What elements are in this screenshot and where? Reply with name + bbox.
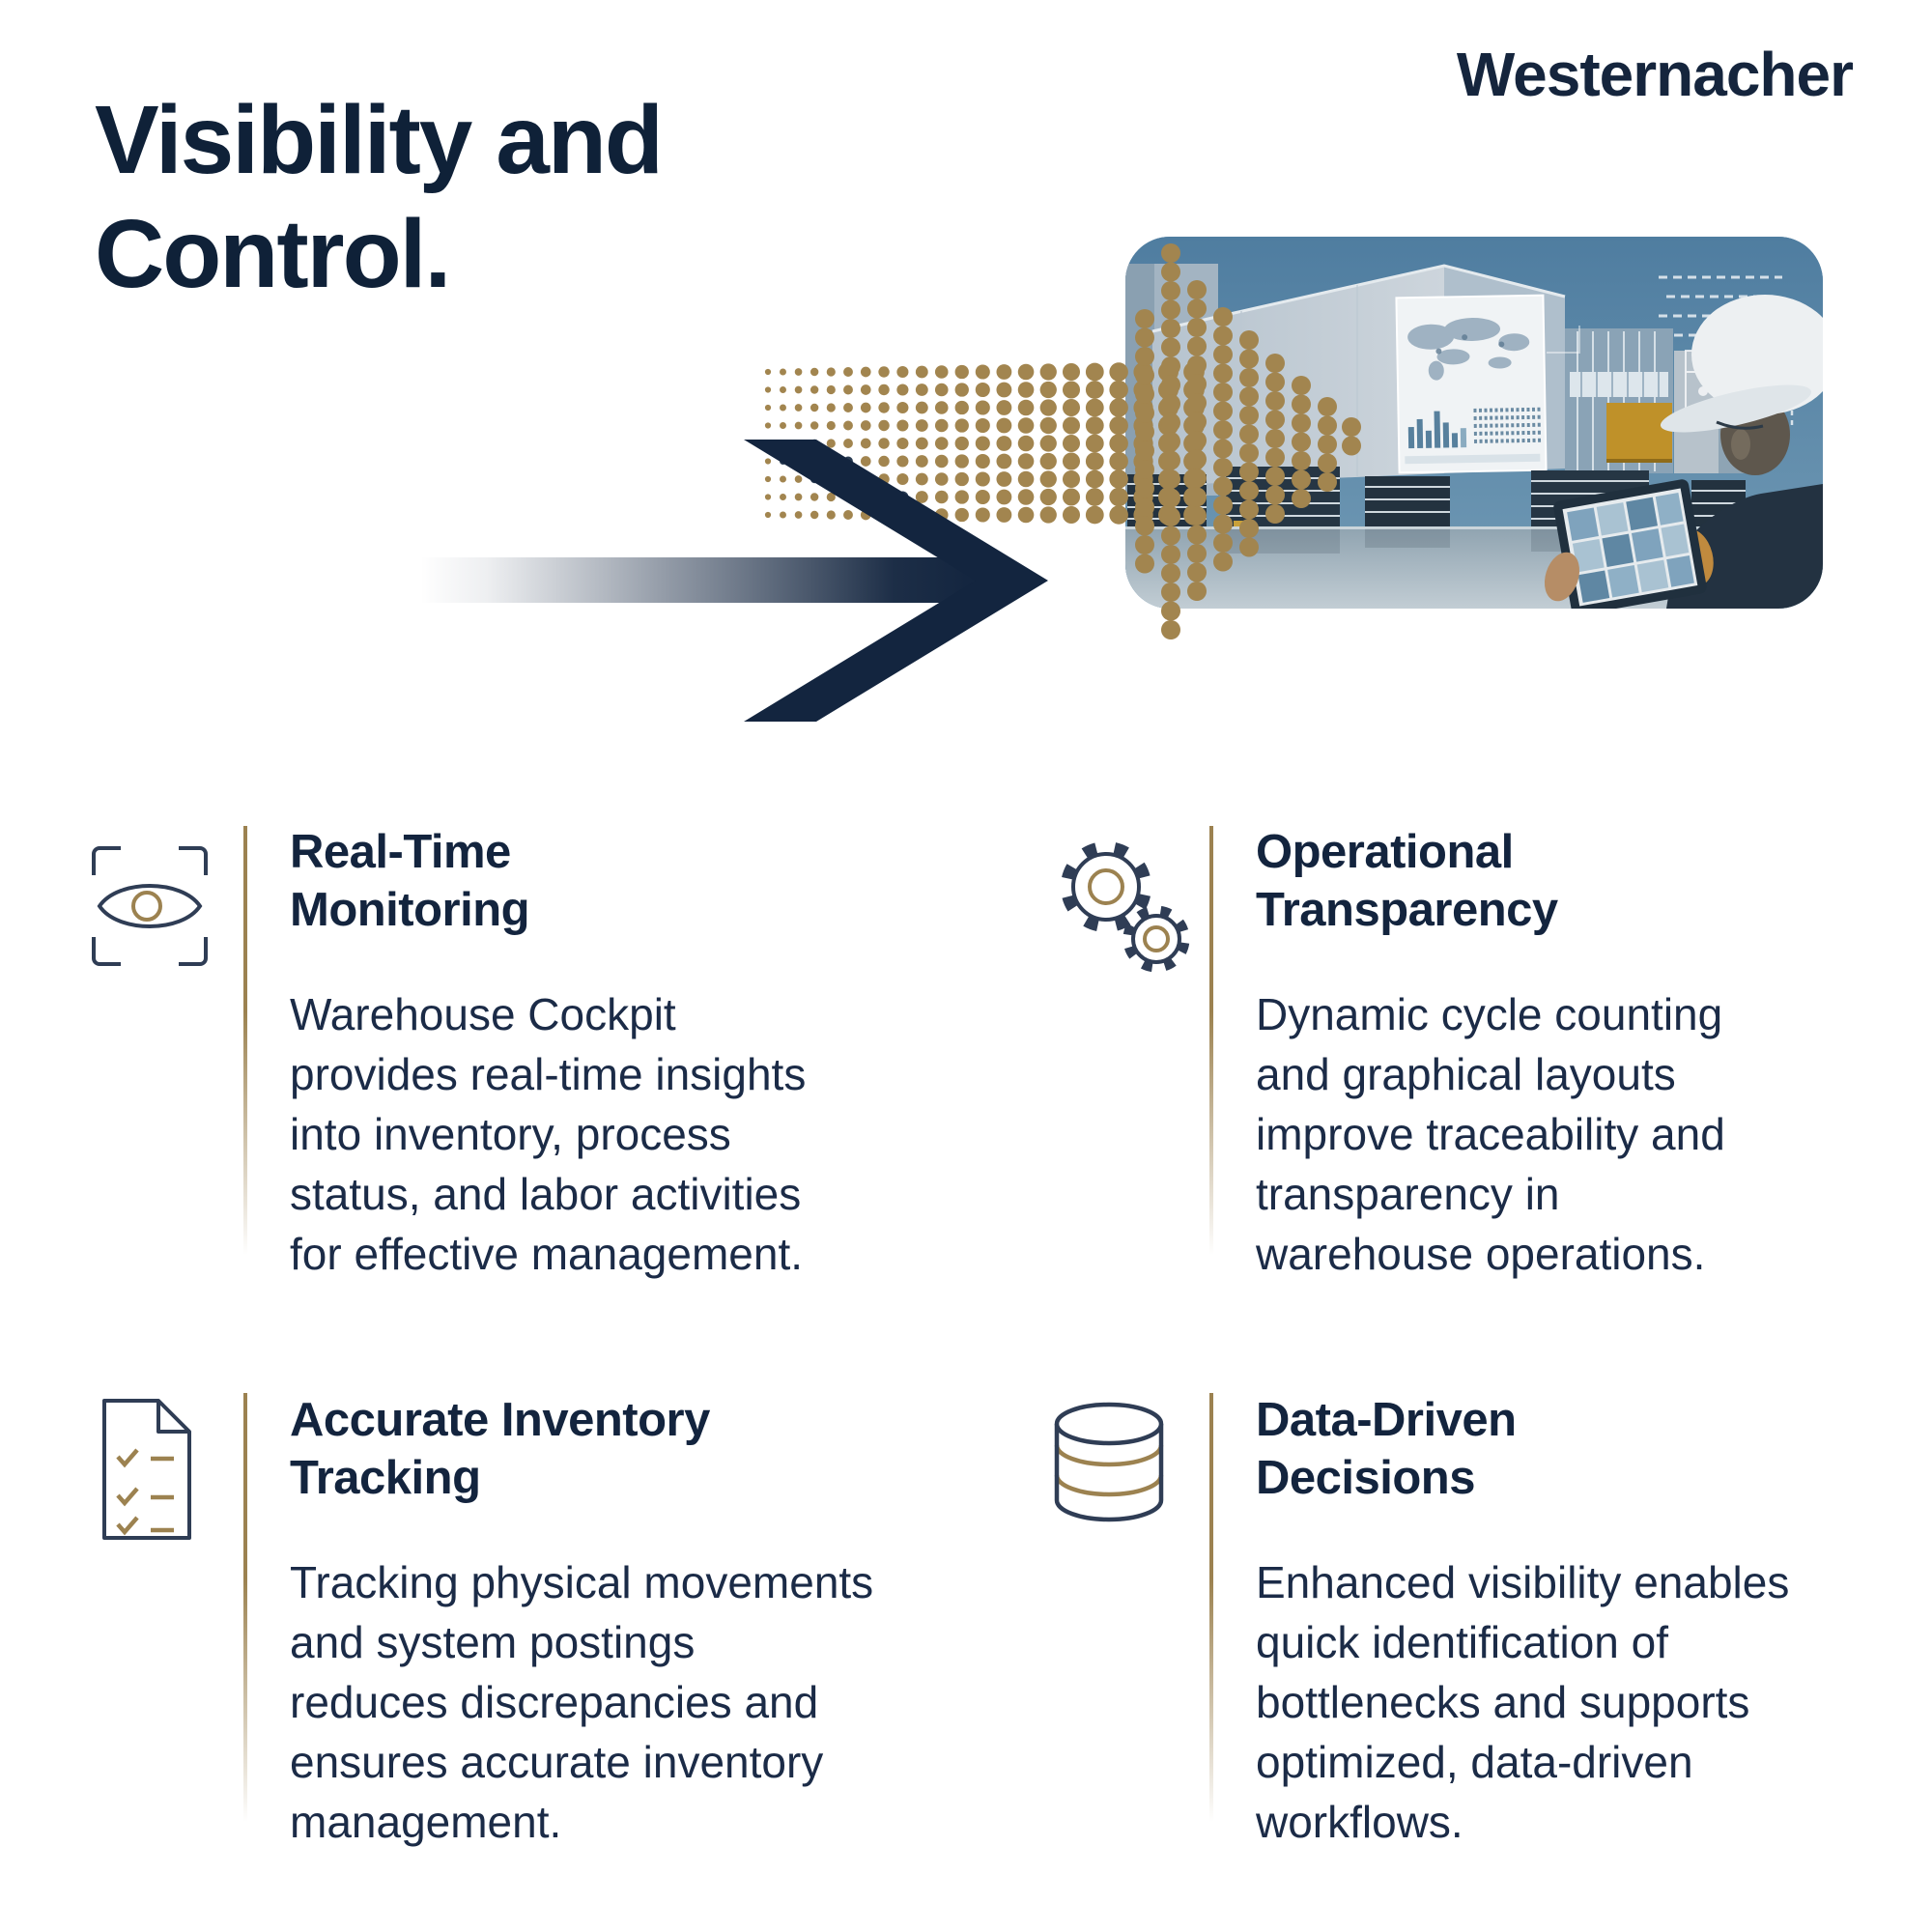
- feature-divider: [243, 1393, 247, 1835]
- small-gear-teeth: [1122, 905, 1190, 973]
- eye-scan-icon: [92, 846, 208, 966]
- arrow-head: [744, 440, 1048, 722]
- feature-operational-transparency: Operational Transparency Dynamic cycle c…: [1256, 823, 1884, 1284]
- large-gear-center: [1088, 868, 1124, 905]
- database-gold-ring-2: [1054, 1474, 1164, 1497]
- worker-cheek: [1731, 429, 1750, 460]
- feature-body: Tracking physical movements and system p…: [290, 1557, 874, 1847]
- feature-divider: [243, 826, 247, 1268]
- checklist-document-icon: [102, 1399, 191, 1540]
- feature-title: Real-Time Monitoring: [290, 826, 530, 936]
- feature-accurate-inventory-tracking: Accurate Inventory Tracking Tracking phy…: [290, 1391, 1005, 1852]
- screen-bar-chart: [1407, 411, 1467, 449]
- screen-data-table: [1473, 407, 1543, 443]
- worker-figure: [1544, 295, 1823, 609]
- checklist-marks: [116, 1448, 174, 1536]
- page-title: Visibility and Control.: [95, 86, 664, 308]
- small-gear-center: [1143, 925, 1170, 952]
- database-icon: [1054, 1402, 1164, 1522]
- feature-title: Data-Driven Decisions: [1256, 1394, 1517, 1504]
- feature-title: Accurate Inventory Tracking: [290, 1394, 710, 1504]
- feature-body: Warehouse Cockpit provides real-time ins…: [290, 989, 807, 1279]
- hard-hat: [1691, 295, 1823, 414]
- right-structures: [1565, 328, 1746, 473]
- westernacher-logo: Westernacher: [1456, 40, 1854, 109]
- tablet-tiles: [1567, 492, 1694, 603]
- warehouse-scene: [1125, 237, 1823, 609]
- floor-edge: [1125, 526, 1823, 529]
- eye-iris: [131, 891, 162, 922]
- roof-edge: [1151, 264, 1566, 333]
- map-markers: [1435, 334, 1505, 355]
- document-outline: [102, 1399, 191, 1540]
- worker-hand: [1544, 552, 1580, 602]
- feature-body: Enhanced visibility enables quick identi…: [1256, 1557, 1790, 1847]
- database-gold-ring-1: [1054, 1444, 1164, 1467]
- feature-divider: [1209, 826, 1213, 1268]
- gold-display-screen: [1606, 403, 1672, 463]
- hard-hat-brim: [1660, 384, 1812, 433]
- arrow-tail: [420, 557, 978, 603]
- document-fold: [156, 1401, 189, 1434]
- database-bottom: [1054, 1499, 1164, 1522]
- feature-body: Dynamic cycle counting and graphical lay…: [1256, 989, 1725, 1279]
- warehouse-photo: [1125, 237, 1823, 609]
- glasses-line: [1716, 420, 1764, 430]
- feature-real-time-monitoring: Real-Time Monitoring Warehouse Cockpit p…: [290, 823, 985, 1284]
- feature-divider: [1209, 1393, 1213, 1835]
- photo-left-wall-shade: [1125, 264, 1154, 496]
- large-gear-teeth: [1061, 841, 1151, 932]
- feature-title: Operational Transparency: [1256, 826, 1558, 936]
- feature-data-driven-decisions: Data-Driven Decisions Enhanced visibilit…: [1256, 1391, 1893, 1852]
- gears-icon: [1061, 841, 1190, 973]
- tablet: [1553, 479, 1707, 609]
- dashboard-screen: [1395, 294, 1548, 474]
- screen-footer-strip: [1405, 453, 1541, 465]
- database-top: [1054, 1402, 1164, 1446]
- world-map: [1407, 317, 1530, 381]
